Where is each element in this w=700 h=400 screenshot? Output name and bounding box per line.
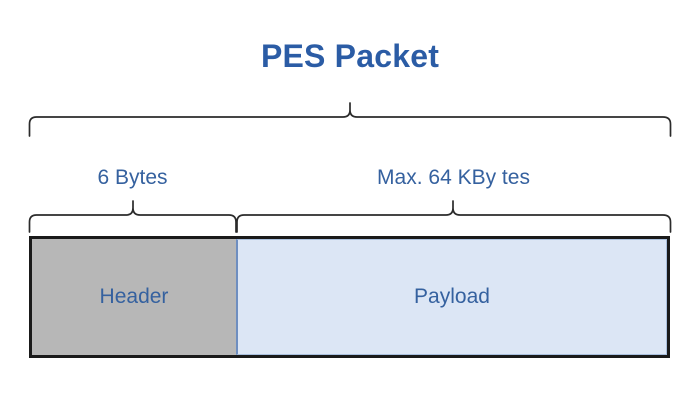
header-field-label: Header [99, 285, 169, 308]
packet-bar: Header Payload [29, 236, 670, 358]
payload-size-brace [236, 200, 672, 233]
packet-field-header: Header [32, 239, 236, 355]
page-title: PES Packet [260, 38, 440, 74]
pes-packet-brace [28, 102, 672, 137]
header-size-brace [28, 200, 237, 233]
payload-size-label: Max. 64 KBy tes [377, 166, 530, 189]
packet-field-payload: Payload [236, 239, 667, 355]
header-size-label: 6 Bytes [97, 166, 168, 189]
payload-field-label: Payload [414, 285, 490, 308]
